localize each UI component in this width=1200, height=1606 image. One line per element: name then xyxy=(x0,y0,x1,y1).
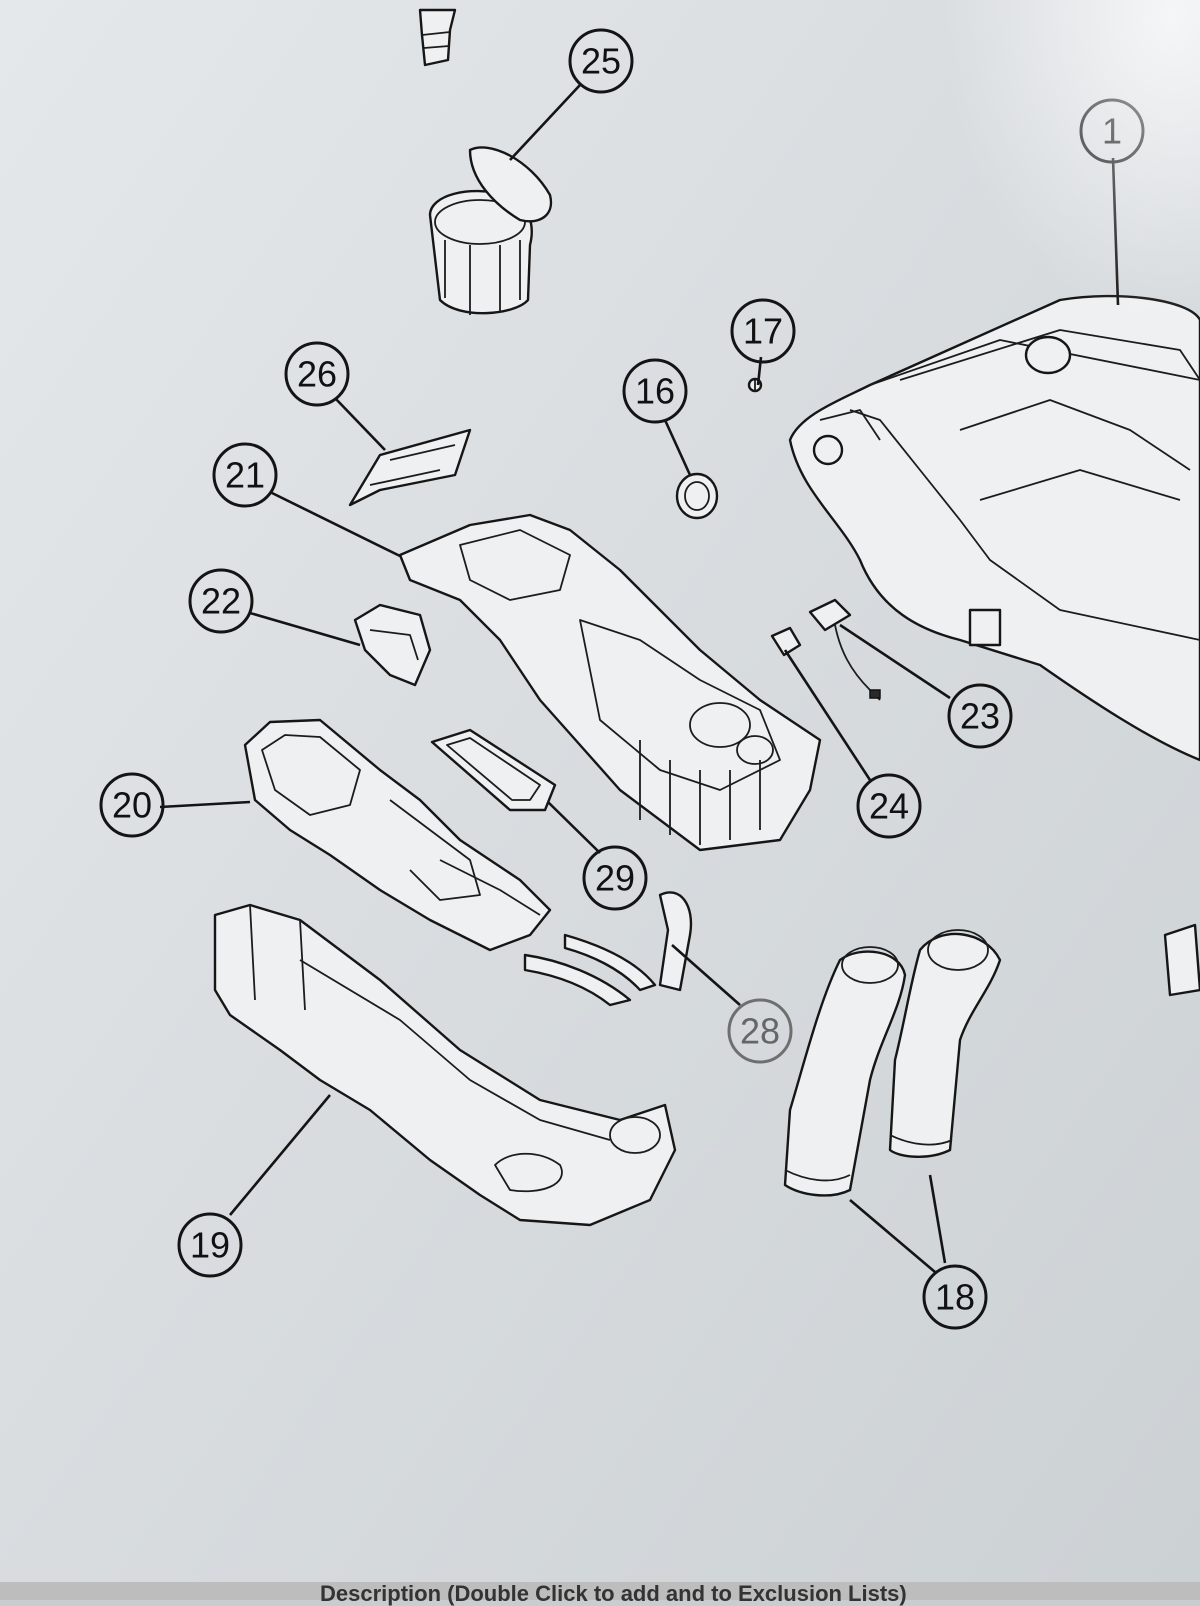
callout-1: 1 xyxy=(1079,98,1145,164)
part-cap xyxy=(675,472,719,520)
callout-19: 19 xyxy=(177,1212,243,1278)
callout-18: 18 xyxy=(922,1264,988,1330)
callout-25: 25 xyxy=(568,28,634,94)
svg-text:24: 24 xyxy=(869,786,909,827)
callout-21: 21 xyxy=(212,442,278,508)
description-column-header[interactable]: Description (Double Click to add and to … xyxy=(320,1581,907,1606)
leader-lines xyxy=(159,84,1120,1273)
svg-text:29: 29 xyxy=(595,858,635,899)
callout-23: 23 xyxy=(947,683,1013,749)
callout-28: 28 xyxy=(727,998,793,1064)
callout-24: 24 xyxy=(856,773,922,839)
callout-17: 17 xyxy=(730,298,796,364)
part-jack xyxy=(770,626,802,657)
part-top-connector xyxy=(418,8,457,67)
part-cup-holder xyxy=(428,146,553,315)
callout-20: 20 xyxy=(99,772,165,838)
svg-text:18: 18 xyxy=(935,1277,975,1318)
svg-text:28: 28 xyxy=(740,1011,780,1052)
svg-text:25: 25 xyxy=(581,41,621,82)
callout-22: 22 xyxy=(188,568,254,634)
part-console-base xyxy=(788,294,1200,762)
callout-16: 16 xyxy=(622,358,688,424)
callout-29: 29 xyxy=(582,845,648,911)
svg-text:26: 26 xyxy=(297,354,337,395)
svg-text:17: 17 xyxy=(743,311,783,352)
part-lower-console xyxy=(243,718,552,952)
svg-text:16: 16 xyxy=(635,371,675,412)
svg-text:20: 20 xyxy=(112,785,152,826)
svg-text:23: 23 xyxy=(960,696,1000,737)
part-tray-mat xyxy=(430,728,557,812)
callouts: 25 1 17 16 26 21 22 23 xyxy=(99,28,1145,1330)
part-usb-harness xyxy=(808,598,881,701)
part-air-ducts xyxy=(783,929,1002,1197)
part-floor-duct xyxy=(213,903,677,1227)
part-trim-pieces xyxy=(523,891,693,1007)
svg-text:22: 22 xyxy=(201,581,241,622)
part-upper-console xyxy=(398,513,822,852)
svg-text:1: 1 xyxy=(1102,111,1122,152)
svg-text:21: 21 xyxy=(225,455,265,496)
svg-text:19: 19 xyxy=(190,1225,230,1266)
part-edge-bracket xyxy=(1163,923,1200,997)
callout-26: 26 xyxy=(284,341,350,407)
part-bezel xyxy=(348,428,472,507)
part-switch xyxy=(353,603,432,687)
description-bar xyxy=(0,1582,1200,1600)
